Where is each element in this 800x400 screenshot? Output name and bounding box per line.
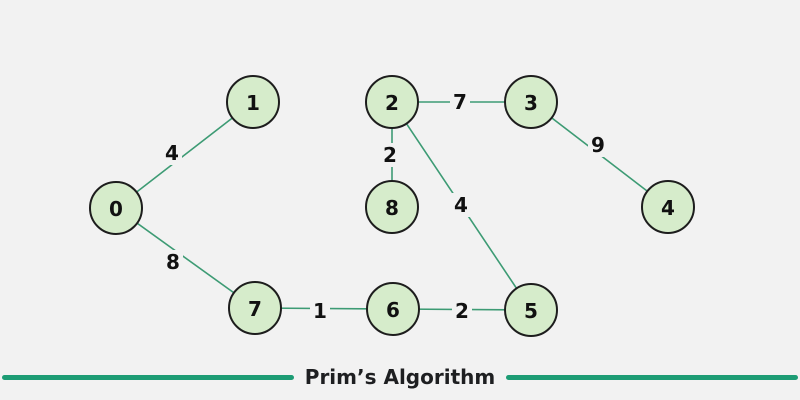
edge-weight-3-4: 9 bbox=[591, 133, 605, 157]
node-2 bbox=[365, 75, 419, 129]
node-0 bbox=[89, 181, 143, 235]
footer-right-divider-line bbox=[506, 374, 799, 380]
edge-weight-0-1: 4 bbox=[165, 141, 179, 165]
node-label-1: 1 bbox=[246, 91, 260, 115]
edge-weight-knockout-0-1 bbox=[162, 141, 182, 165]
node-3 bbox=[504, 75, 558, 129]
diagram-title: Prim’s Algorithm bbox=[304, 365, 496, 389]
edge-weight-2-5: 4 bbox=[454, 193, 468, 217]
edge-weight-knockout-6-5 bbox=[452, 299, 472, 323]
node-label-2: 2 bbox=[385, 91, 399, 115]
node-label-3: 3 bbox=[524, 91, 538, 115]
edge-weight-7-6: 1 bbox=[313, 299, 327, 323]
edge-weight-knockout-7-6 bbox=[310, 299, 330, 323]
footer-left-divider-line bbox=[1, 374, 294, 380]
edge-weight-knockout-2-5 bbox=[451, 193, 471, 217]
edge-weight-2-3: 7 bbox=[453, 90, 467, 114]
node-label-5: 5 bbox=[524, 299, 538, 323]
node-7 bbox=[228, 281, 282, 335]
node-5 bbox=[504, 283, 558, 337]
edge-weight-0-7: 8 bbox=[166, 250, 180, 274]
node-4 bbox=[641, 180, 695, 234]
edge-weight-knockout-2-8 bbox=[380, 143, 400, 167]
edge-weight-6-5: 2 bbox=[455, 299, 469, 323]
footer-caption: Prim’s Algorithm bbox=[0, 363, 800, 391]
edge-0-7 bbox=[115, 207, 256, 309]
edge-weight-knockout-0-7 bbox=[163, 250, 183, 274]
node-label-4: 4 bbox=[661, 196, 675, 220]
node-6 bbox=[366, 282, 420, 336]
edge-weight-knockout-2-3 bbox=[450, 90, 470, 114]
edge-weight-2-8: 2 bbox=[383, 143, 397, 167]
node-label-7: 7 bbox=[248, 297, 262, 321]
node-label-0: 0 bbox=[109, 197, 123, 221]
node-1 bbox=[226, 75, 280, 129]
node-label-6: 6 bbox=[386, 298, 400, 322]
edge-0-1 bbox=[115, 101, 254, 209]
edge-weight-knockout-3-4 bbox=[588, 133, 608, 157]
node-label-8: 8 bbox=[385, 196, 399, 220]
node-8 bbox=[365, 180, 419, 234]
